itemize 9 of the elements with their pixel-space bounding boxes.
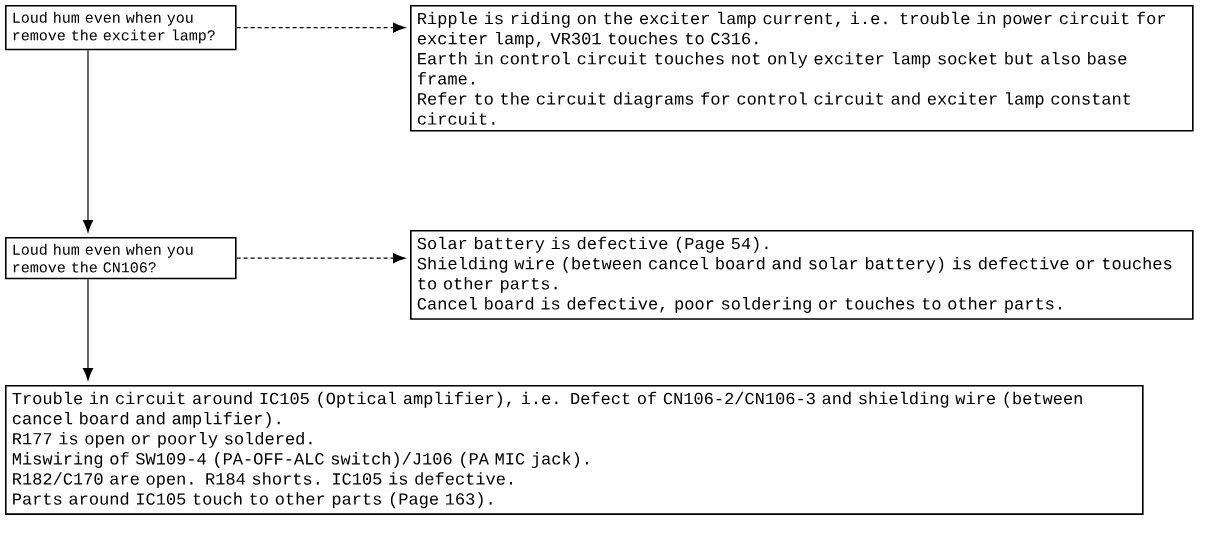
question-box: Loud hum even when you remove the exciter lamp? <box>5 5 237 51</box>
arrow <box>82 49 94 233</box>
arrow <box>236 22 406 33</box>
arrow <box>236 253 406 264</box>
arrow <box>82 278 94 381</box>
cause-box: Solar battery is defective (Page 54). Shielding wire (between cancel board and solar battery) is defective or touches to other parts. Cancel board is defective, poor soldering or touches to other parts. <box>410 230 1194 320</box>
cause-box: Ripple is riding on the exciter lamp current, i.e. trouble in power circuit for exciter lamp, VR301 touches to C316. Earth in control circuit touches not only exciter lamp socket but also base frame. Refer to the circuit diagrams for control circuit and exciter lamp constant circuit. <box>410 5 1194 132</box>
question-box: Loud hum even when you remove the CN106? <box>5 237 237 280</box>
cause-box: Trouble in circuit around IC105 (Optical amplifier), i.e. Defect of CN106-2/CN106-3 and shielding wire (between cancel board and amplifier). R177 is open or poorly soldered. Miswiring of SW109-4 (PA-OFF-ALC switch)/J106 (PA MIC jack). R182/C170 are open. R184 shorts. IC105 is defective. Parts around IC105 touch to other parts (Page 163). <box>5 385 1144 515</box>
